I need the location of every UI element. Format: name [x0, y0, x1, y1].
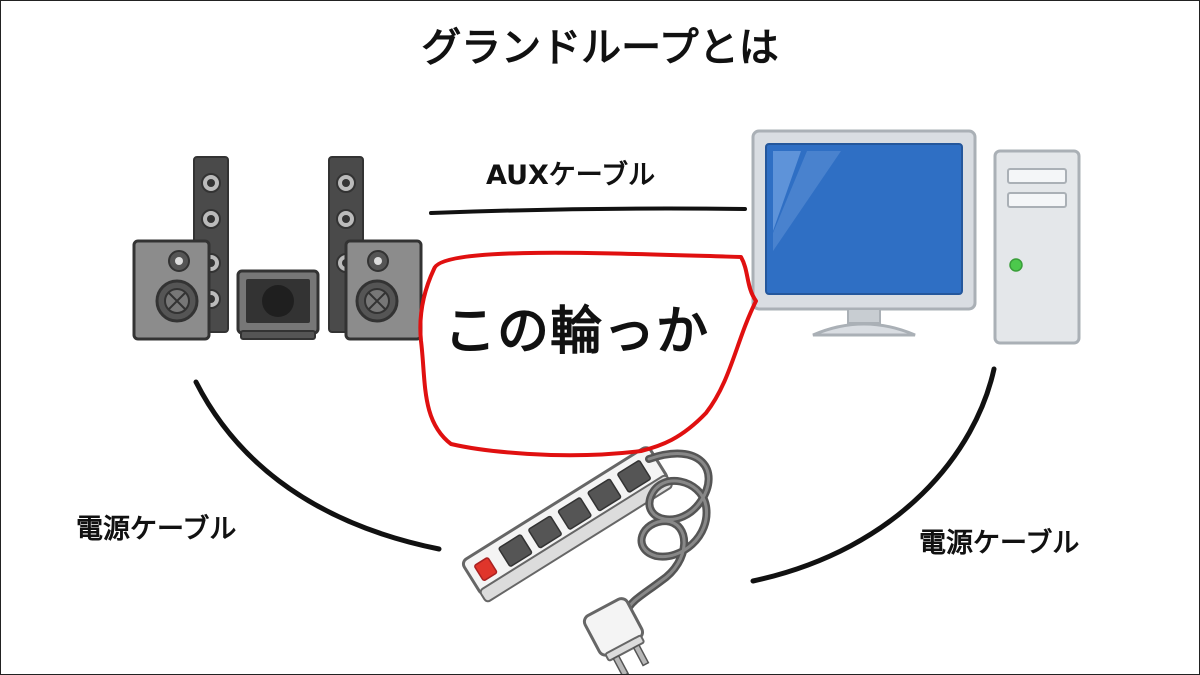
- aux-cable-label: AUXケーブル: [486, 160, 656, 191]
- ground-loop-label: この輪っか: [444, 302, 710, 362]
- speaker-system-icon: [132, 156, 423, 341]
- diagram-title: グランドループとは: [421, 25, 779, 71]
- desktop-pc-icon: [751, 129, 1081, 345]
- power-strip-icon: [461, 446, 713, 674]
- power-cable-left-label: 電源ケーブル: [76, 514, 237, 545]
- power-cable-right-line: [750, 366, 997, 584]
- power-cable-right-label: 電源ケーブル: [919, 528, 1080, 559]
- power-cable-left-line: [193, 379, 442, 552]
- ground-loop-outline: [418, 250, 758, 458]
- aux-cable-line: [429, 206, 747, 215]
